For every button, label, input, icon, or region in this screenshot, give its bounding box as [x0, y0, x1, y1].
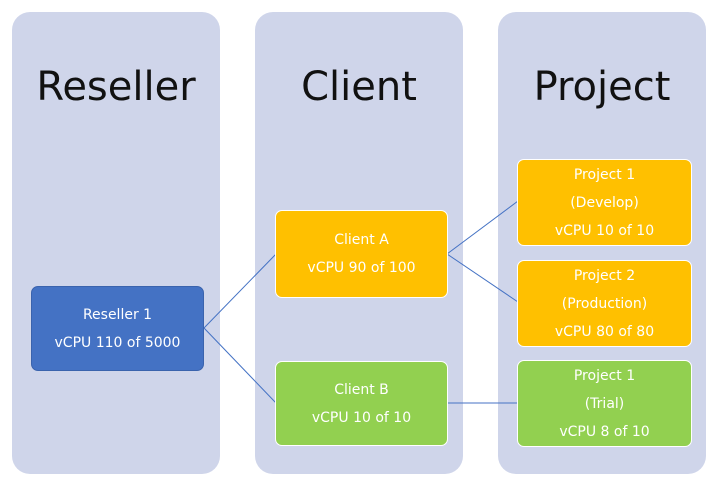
reseller-1-node: Reseller 1 vCPU 110 of 5000 [31, 286, 204, 371]
client-a-node: Client A vCPU 90 of 100 [275, 210, 448, 298]
client-column-title: Client [301, 64, 417, 110]
project-1-trial-node: Project 1 (Trial) vCPU 8 of 10 [517, 360, 692, 447]
project-1-trial-usage: vCPU 8 of 10 [559, 423, 650, 440]
reseller-1-name: Reseller 1 [82, 306, 153, 323]
project-2-production-env: (Production) [561, 295, 648, 312]
client-a-usage: vCPU 90 of 100 [307, 260, 416, 276]
project-1-develop-name: Project 1 [573, 166, 636, 183]
reseller-column: Reseller [12, 12, 220, 474]
reseller-1-usage: vCPU 110 of 5000 [54, 334, 181, 351]
project-2-production-name: Project 2 [573, 267, 636, 284]
client-a-name: Client A [334, 232, 389, 248]
project-1-develop-env: (Develop) [570, 194, 639, 211]
project-1-trial-env: (Trial) [584, 395, 625, 412]
client-b-usage: vCPU 10 of 10 [311, 409, 412, 426]
project-column-title: Project [533, 64, 671, 110]
project-1-develop-usage: vCPU 10 of 10 [554, 222, 655, 239]
project-1-trial-name: Project 1 [573, 367, 636, 384]
client-b-node: Client B vCPU 10 of 10 [275, 361, 448, 446]
project-2-production-node: Project 2 (Production) vCPU 80 of 80 [517, 260, 692, 347]
client-b-name: Client B [334, 381, 389, 398]
reseller-column-title: Reseller [36, 64, 196, 110]
project-1-develop-node: Project 1 (Develop) vCPU 10 of 10 [517, 159, 692, 246]
project-2-production-usage: vCPU 80 of 80 [554, 323, 655, 340]
